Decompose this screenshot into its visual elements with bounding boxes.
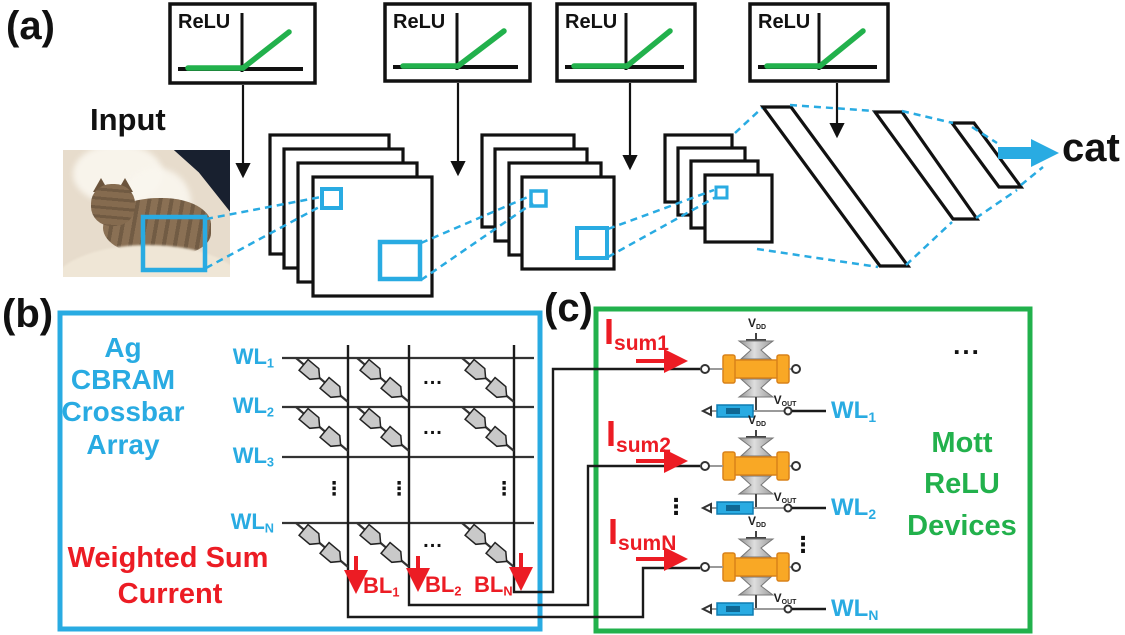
relu-label-3: ReLU [565, 11, 618, 33]
panel-a-label: (a) [6, 4, 55, 48]
output-class-label: cat [1062, 126, 1120, 170]
isum1-label: Isum1 [604, 311, 669, 355]
fc-layer-bars [759, 105, 1025, 268]
crossbar-wl2-label: WL2 [232, 393, 274, 420]
vout-label-1: VOUT [773, 393, 797, 408]
mott-vdots-left: ⋮ [665, 494, 687, 519]
crossbar-title-line3: Crossbar [61, 396, 185, 427]
crossbar-hdots-3: ... [423, 530, 443, 552]
input-label: Input [90, 102, 166, 137]
feature-map-stack-3 [663, 133, 774, 244]
weighted-sum-label-line1: Weighted Sum [67, 542, 269, 574]
vdd-label-2: VDD [747, 413, 767, 428]
crossbar-title-line2: CBRAM [70, 364, 176, 395]
mott-vdots-right: ⋮ [792, 532, 814, 557]
crossbar-title-line4: Array [86, 429, 160, 460]
mott-title-line1: Mott [931, 427, 993, 459]
relu-label-2: ReLU [393, 11, 446, 33]
cat-head [91, 184, 135, 226]
synapse-blobs [298, 358, 508, 564]
mott-wl1-label: WL1 [831, 397, 877, 425]
mott-device-1 [700, 333, 826, 418]
crossbar-wl3-label: WL3 [232, 443, 274, 470]
output-arrow [998, 139, 1059, 167]
bitline-n-wire [512, 345, 700, 594]
feature-map-stack-2 [480, 133, 616, 271]
synapse-cells [295, 357, 515, 568]
vdd-label-1: VDD [747, 316, 767, 331]
vdd-label-3: VDD [747, 514, 767, 529]
feature-map-stack-1 [268, 133, 434, 298]
mott-title-line3: Devices [907, 510, 1017, 542]
crossbar-hdots-1: ... [423, 367, 443, 389]
relu-label-1: ReLU [178, 11, 231, 33]
bln-label: BLN [474, 572, 513, 599]
vout-label-3: VOUT [773, 591, 797, 606]
blanket-front [63, 245, 230, 277]
crossbar-vdots-2: ⋮ [389, 479, 409, 500]
panel-b-label: (b) [2, 292, 54, 336]
isumn-label: IsumN [608, 511, 677, 555]
projection-dashed-lines [205, 103, 1044, 282]
mott-hdots: ... [953, 330, 981, 360]
isum2-label: Isum2 [606, 413, 671, 457]
crossbar-vdots-3: ⋮ [494, 479, 514, 500]
weighted-sum-label-line2: Current [117, 578, 223, 610]
mott-wln-label: WLN [831, 595, 879, 623]
bl2-label: BL2 [425, 572, 462, 599]
receptive-field-squares [140, 185, 729, 282]
mott-device-2 [700, 430, 826, 515]
crossbar-title-line1: Ag [104, 332, 142, 363]
crossbar-hdots-2: ... [423, 417, 443, 439]
crossbar-vdots-1: ⋮ [324, 479, 344, 500]
mott-title-line2: ReLU [924, 468, 1000, 500]
relu-label-4: ReLU [758, 11, 811, 33]
bitline-2-wire [407, 345, 700, 607]
panel-c-label: (c) [544, 286, 593, 330]
input-cat-photo [63, 150, 230, 277]
mott-wl2-label: WL2 [831, 494, 877, 522]
crossbar-wl1-label: WL1 [232, 344, 274, 371]
vout-label-2: VOUT [773, 490, 797, 505]
crossbar-wln-label: WLN [230, 509, 274, 536]
bl1-label: BL1 [363, 573, 400, 600]
